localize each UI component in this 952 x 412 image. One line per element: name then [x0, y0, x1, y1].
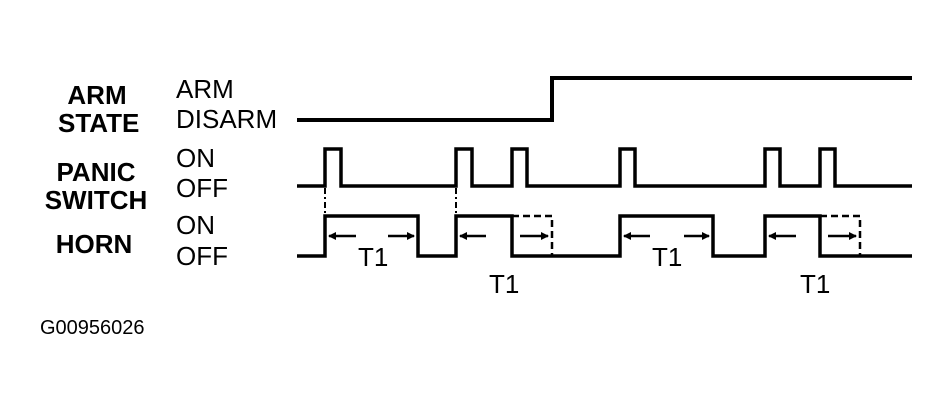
horn-high-label: ON [176, 210, 215, 240]
arm-state-waveform [297, 76, 912, 122]
t1-label-3: T1 [652, 242, 683, 272]
horn-extension-2 [820, 214, 862, 256]
trigger-links [324, 188, 457, 216]
arm-state-name-line2: STATE [58, 108, 140, 138]
horn-extension-1 [512, 214, 554, 256]
t1-label-2: T1 [489, 269, 520, 299]
horn-low-label: OFF [176, 241, 228, 271]
arm-state-name-line1: ARM [67, 80, 127, 110]
figure-id: G00956026 [40, 317, 145, 339]
panic-switch-name-line1: PANIC [56, 157, 136, 187]
panic-switch-waveform [297, 147, 912, 188]
panic-high-label: ON [176, 143, 215, 173]
horn-extended-pulses [512, 214, 862, 256]
arm-low-label: DISARM [176, 104, 278, 134]
panic-switch-name: PANIC SWITCH [40, 159, 152, 213]
panic-low-label: OFF [176, 173, 228, 203]
horn-waveform [297, 214, 912, 258]
panic-switch-name-line2: SWITCH [44, 185, 148, 215]
t1-label-4: T1 [800, 269, 831, 299]
arm-state-name: ARM STATE [58, 80, 140, 138]
horn-name: HORN [55, 229, 133, 259]
t1-label-1: T1 [358, 242, 389, 272]
arm-high-label: ARM [176, 74, 234, 104]
